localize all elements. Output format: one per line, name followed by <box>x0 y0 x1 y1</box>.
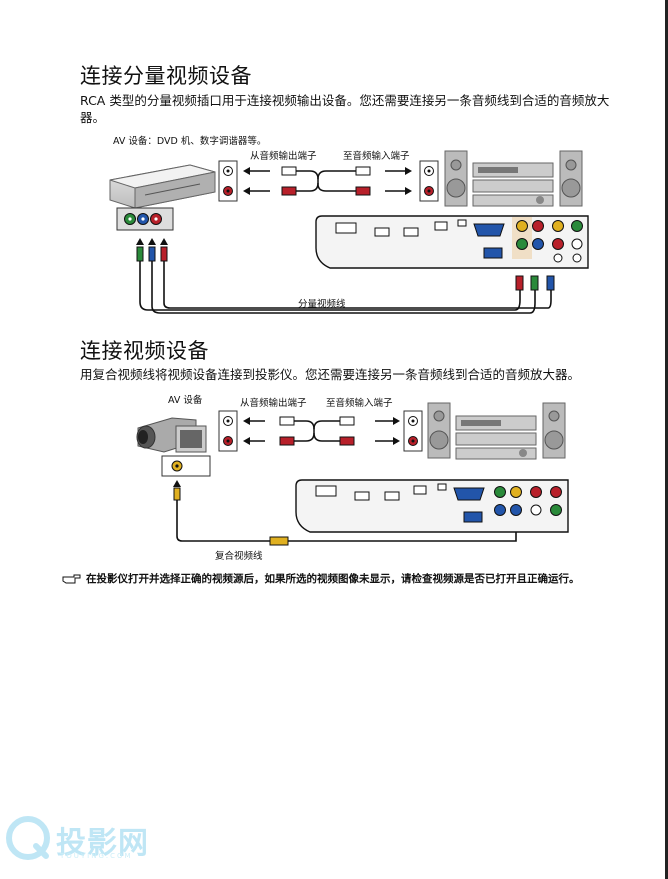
section1-title: 连接分量视频设备 <box>80 64 252 88</box>
section1-audio-in-label: 至音频输入端子 <box>343 151 410 162</box>
dvd-player-icon <box>109 164 216 209</box>
section2-projector-panel <box>295 479 569 533</box>
section2-audio-in-panel <box>403 410 423 452</box>
section2-amplifier-speakers-icon <box>427 402 566 460</box>
watermark-text: 投影网 <box>56 826 149 861</box>
section2-description: 用复合视频线将视频设备连接到投影仪。您还需要连接另一条音频线到合适的音频放大器。 <box>80 367 581 382</box>
note-text: 在投影仪打开并选择正确的视频源后，如果所选的视频图像未显示，请检查视频源是否已打… <box>86 573 580 585</box>
section2-cable-label: 复合视频线 <box>215 551 263 562</box>
watermark-subtext: TOUYING.COM <box>60 852 133 860</box>
section1-av-device-label: AV 设备：DVD 机、数字调谐器等。 <box>113 136 267 147</box>
dvd-component-output-panel <box>116 207 174 231</box>
section2-audio-out-panel <box>218 410 238 452</box>
section2-audio-in-label: 至音频输入端子 <box>326 398 393 409</box>
section2-audio-cable <box>243 416 400 446</box>
section1-plug-arrows <box>136 238 168 245</box>
component-video-cable <box>139 261 552 314</box>
camcorder-video-out-panel <box>161 455 211 477</box>
section1-projector-plugs <box>515 275 555 291</box>
section1-dvd-plugs <box>136 246 168 262</box>
section1-audio-cable <box>243 166 412 196</box>
section1-amplifier-speakers-icon <box>444 150 583 207</box>
section2-title: 连接视频设备 <box>80 339 209 363</box>
section2-av-device-label: AV 设备 <box>168 395 203 406</box>
section2-audio-out-label: 从音频输出端子 <box>240 398 307 409</box>
section1-description: RCA 类型的分量视频插口用于连接视频输出设备。您还需要连接另一条音频线到合适的… <box>80 93 610 125</box>
camcorder-icon <box>136 417 207 453</box>
watermark-logo-icon <box>6 816 50 860</box>
section1-audio-out-panel <box>218 160 238 202</box>
note: 在投影仪打开并选择正确的视频源后，如果所选的视频图像未显示，请检查视频源是否已打… <box>62 571 580 586</box>
page-right-edge <box>665 0 668 879</box>
section2-plug-arrow <box>173 480 181 501</box>
section1-cable-label: 分量视频线 <box>298 299 346 310</box>
section1-audio-out-label: 从音频输出端子 <box>250 151 317 162</box>
pointing-hand-icon <box>62 574 81 583</box>
section1-projector-panel <box>315 215 589 269</box>
section1-audio-in-panel <box>419 160 439 202</box>
